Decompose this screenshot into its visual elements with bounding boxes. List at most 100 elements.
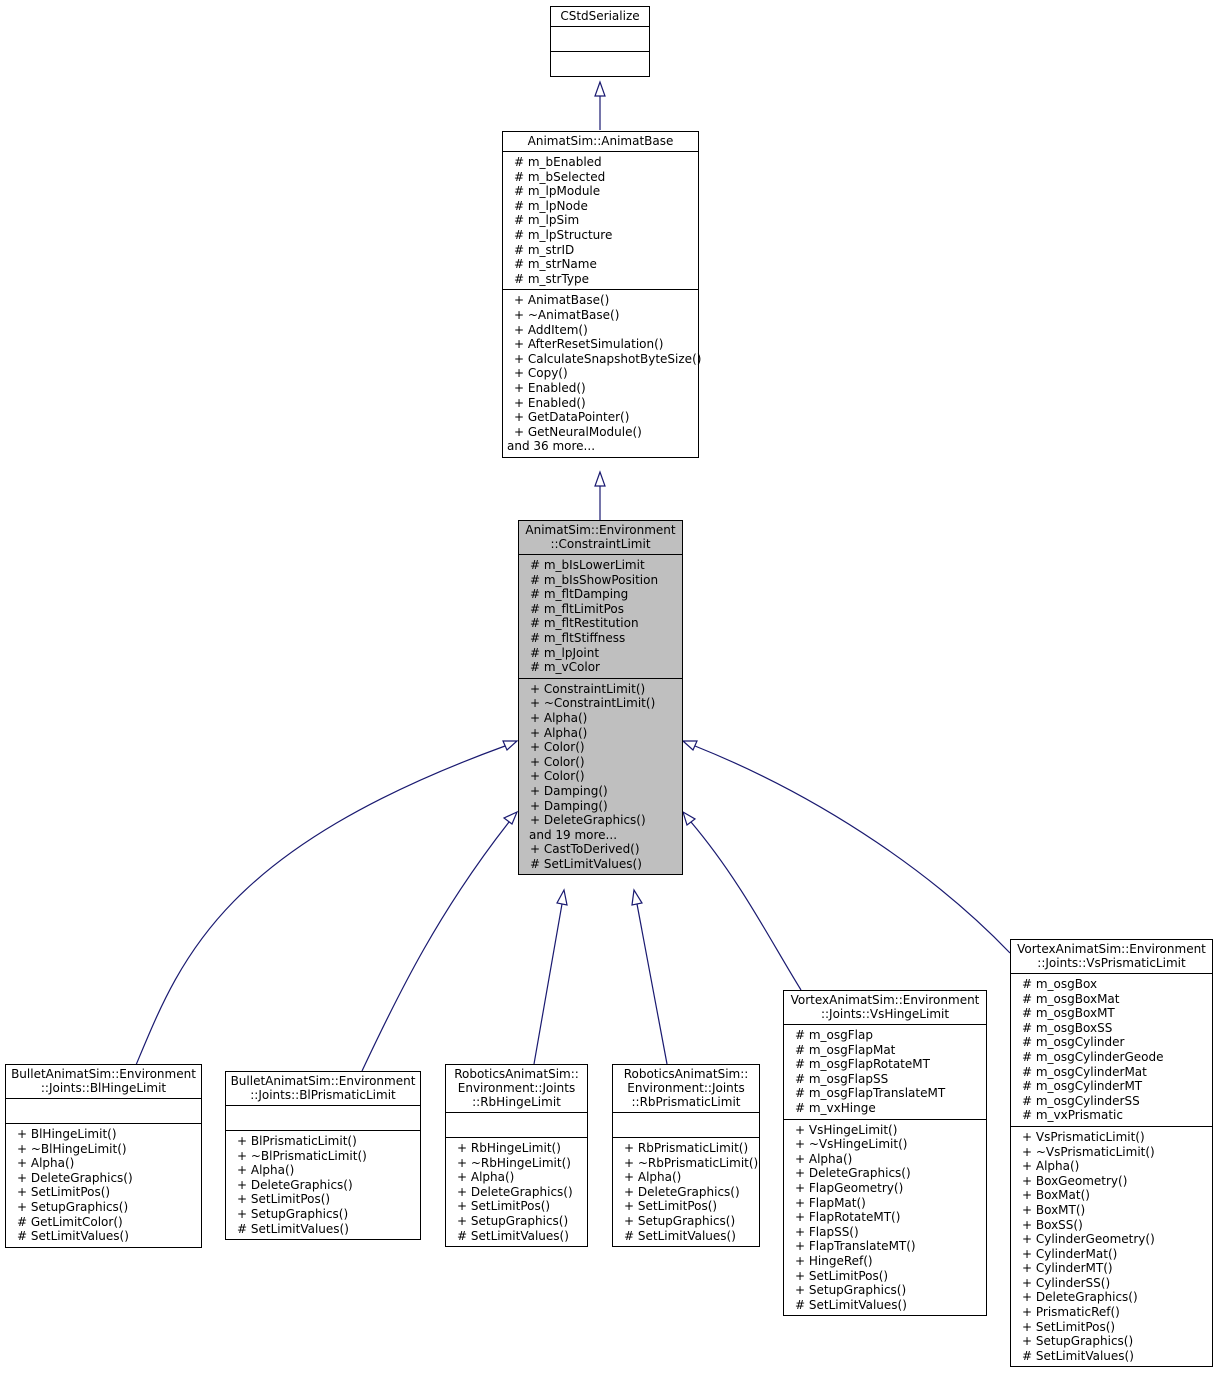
operation: + DeleteGraphics() — [1022, 1290, 1138, 1305]
operation: # SetLimitValues() — [1022, 1348, 1134, 1363]
operation: + ~RbHingeLimit() — [457, 1155, 571, 1170]
operations-section — [551, 52, 649, 76]
attributes-section — [226, 1106, 420, 1131]
operation: + CylinderMT() — [1022, 1261, 1113, 1276]
attribute: # m_lpNode — [514, 198, 588, 213]
attribute: # m_vxPrismatic — [1022, 1108, 1123, 1123]
operation: + Alpha() — [530, 725, 588, 740]
attribute: # m_bIsLowerLimit — [530, 558, 645, 572]
class-title: AnimatSim::Environment ::ConstraintLimit — [519, 521, 682, 555]
edge-arrowhead — [681, 810, 697, 826]
operation: + Alpha() — [530, 710, 588, 725]
attribute: # m_osgCylinder — [1022, 1035, 1125, 1050]
class-vshingelimit[interactable]: VortexAnimatSim::Environment ::Joints::V… — [783, 990, 987, 1317]
operations-section: + ConstraintLimit() + ~ConstraintLimit()… — [519, 679, 682, 875]
operation: + CylinderGeometry() — [1022, 1232, 1155, 1247]
attribute: # m_osgBoxMT — [1022, 1006, 1115, 1021]
operation: + BoxMT() — [1022, 1202, 1086, 1217]
attribute: # m_osgFlapTranslateMT — [795, 1086, 946, 1101]
attribute: # m_fltDamping — [530, 587, 629, 602]
operation: + FlapGeometry() — [795, 1180, 904, 1195]
operation: + SetupGraphics() — [624, 1213, 736, 1228]
class-animatbase[interactable]: AnimatSim::AnimatBase # m_bEnabled # m_b… — [502, 131, 701, 458]
operation: + RbPrismaticLimit() — [624, 1141, 749, 1155]
operation: + ConstraintLimit() — [530, 681, 646, 696]
operation: + Enabled() — [514, 395, 586, 410]
attribute: # m_osgBox — [1022, 977, 1098, 991]
operation: + SetLimitPos() — [457, 1199, 551, 1214]
operation: + SetupGraphics() — [17, 1199, 129, 1214]
operations-section: + RbHingeLimit() + ~RbHingeLimit() + Alp… — [446, 1138, 587, 1246]
attribute: # m_lpSim — [514, 213, 580, 228]
operation: + ~AnimatBase() — [514, 307, 620, 322]
operation: + SetLimitPos() — [624, 1199, 718, 1214]
edge-rbhingelimit-to-constraintlimit — [533, 903, 563, 1065]
attributes-section: # m_osgBox # m_osgBoxMat # m_osgBoxMT # … — [1011, 974, 1212, 1127]
operation: + Damping() — [530, 798, 608, 813]
operation: + SetupGraphics() — [237, 1206, 349, 1221]
operation: + SetLimitPos() — [1022, 1319, 1116, 1334]
class-cstdserialize[interactable]: CStdSerialize — [550, 6, 650, 77]
edge-arrowhead — [594, 470, 606, 487]
attribute: # m_strID — [514, 242, 575, 257]
operation: + Alpha() — [237, 1163, 295, 1178]
class-vsprismaticlimit[interactable]: VortexAnimatSim::Environment ::Joints::V… — [1010, 939, 1213, 1368]
class-blhingelimit[interactable]: BulletAnimatSim::Environment ::Joints::B… — [5, 1064, 202, 1248]
edge-blhingelimit-to-constraintlimit — [135, 745, 506, 1066]
operation: + VsHingeLimit() — [795, 1122, 898, 1137]
attributes-section: # m_osgFlap # m_osgFlapMat # m_osgFlapRo… — [784, 1025, 986, 1120]
attribute: # m_vxHinge — [795, 1100, 876, 1115]
attribute: # m_osgFlapMat — [795, 1042, 896, 1057]
operation: + DeleteGraphics() — [624, 1184, 740, 1199]
attribute: # m_bEnabled — [514, 155, 602, 169]
attribute: # m_osgBoxSS — [1022, 1020, 1113, 1035]
operation: + PrismaticRef() — [1022, 1305, 1120, 1320]
operations-section: + BlPrismaticLimit() + ~BlPrismaticLimit… — [226, 1131, 420, 1239]
class-title: VortexAnimatSim::Environment ::Joints::V… — [784, 991, 986, 1025]
edge-arrowhead — [556, 888, 568, 906]
attribute: # m_bIsShowPosition — [530, 572, 659, 587]
operation: + BlPrismaticLimit() — [237, 1134, 357, 1148]
attribute: # m_osgBoxMat — [1022, 991, 1120, 1006]
operation: + ~BlHingeLimit() — [17, 1141, 127, 1156]
class-title: BulletAnimatSim::Environment ::Joints::B… — [6, 1065, 201, 1099]
attributes-section — [6, 1099, 201, 1124]
operation: + CastToDerived() — [530, 842, 640, 857]
attributes-section: # m_bIsLowerLimit # m_bIsShowPosition # … — [519, 555, 682, 679]
operation: + GetDataPointer() — [514, 410, 630, 425]
operation: + DeleteGraphics() — [530, 813, 646, 828]
more-operations: and 36 more... — [507, 439, 596, 454]
operation: + Alpha() — [795, 1151, 853, 1166]
operation: + SetLimitPos() — [795, 1268, 889, 1283]
attribute: # m_strName — [514, 257, 597, 272]
class-title: RoboticsAnimatSim:: Environment::Joints … — [446, 1065, 587, 1113]
attribute: # m_strType — [514, 271, 590, 286]
operation: + FlapTranslateMT() — [795, 1239, 916, 1254]
operation: + Color() — [530, 754, 585, 769]
edge-arrowhead — [594, 80, 606, 97]
operation: + FlapRotateMT() — [795, 1210, 901, 1225]
operation: + ~BlPrismaticLimit() — [237, 1148, 367, 1163]
attribute: # m_osgFlap — [795, 1028, 873, 1042]
edge-arrowhead — [502, 740, 519, 751]
class-constraintlimit[interactable]: AnimatSim::Environment ::ConstraintLimit… — [518, 520, 683, 876]
operation: # SetLimitValues() — [17, 1229, 129, 1244]
edge-arrowhead — [631, 888, 643, 906]
attributes-section — [551, 27, 649, 52]
class-title: VortexAnimatSim::Environment ::Joints::V… — [1011, 940, 1212, 974]
operation: + ~VsHingeLimit() — [795, 1137, 908, 1152]
operation: # GetLimitColor() — [17, 1214, 123, 1229]
operation: + HingeRef() — [795, 1253, 873, 1268]
operation: + Alpha() — [624, 1170, 682, 1185]
operation: + Alpha() — [17, 1156, 75, 1171]
attribute: # m_lpModule — [514, 184, 601, 199]
class-blprismaticlimit[interactable]: BulletAnimatSim::Environment ::Joints::B… — [225, 1071, 421, 1241]
class-rbprismaticlimit[interactable]: RoboticsAnimatSim:: Environment::Joints … — [612, 1064, 760, 1248]
class-rbhingelimit[interactable]: RoboticsAnimatSim:: Environment::Joints … — [445, 1064, 588, 1248]
attribute: # m_lpJoint — [530, 645, 600, 660]
operation: + VsPrismaticLimit() — [1022, 1129, 1145, 1144]
operation: + CylinderSS() — [1022, 1275, 1111, 1290]
operation: + Alpha() — [1022, 1159, 1080, 1174]
operation: # SetLimitValues() — [624, 1228, 736, 1243]
operation: + SetLimitPos() — [237, 1192, 331, 1207]
